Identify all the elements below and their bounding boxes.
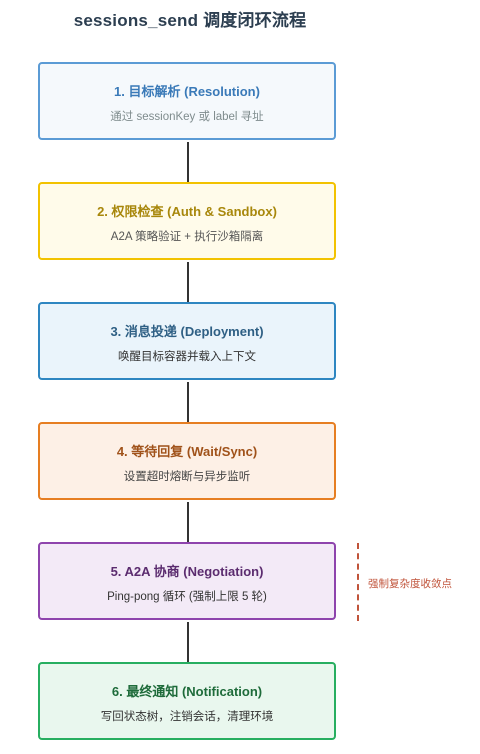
step-deployment: 3. 消息投递 (Deployment) 唤醒目标容器并载入上下文	[38, 302, 336, 380]
connector-4-5	[187, 502, 189, 544]
step-title: 6. 最终通知 (Notification)	[111, 684, 263, 699]
convergence-note: 强制复杂度收敛点	[368, 578, 452, 590]
step-description: A2A 策略验证 + 执行沙箱隔离	[110, 231, 264, 243]
connector-5-6	[187, 622, 189, 664]
step-description: 通过 sessionKey 或 label 寻址	[110, 111, 264, 123]
step-auth-sandbox: 2. 权限检查 (Auth & Sandbox) A2A 策略验证 + 执行沙箱…	[38, 182, 336, 260]
connector-1-2	[187, 142, 189, 184]
step-title: 5. A2A 协商 (Negotiation)	[110, 564, 264, 579]
step-resolution: 1. 目标解析 (Resolution) 通过 sessionKey 或 lab…	[38, 62, 336, 140]
step-description: 写回状态树，注销会话，清理环境	[100, 711, 274, 723]
convergence-dashed-line	[357, 543, 359, 621]
diagram-title: sessions_send 调度闭环流程	[73, 11, 307, 30]
step-negotiation: 5. A2A 协商 (Negotiation) Ping-pong 循环 (强制…	[38, 542, 336, 620]
step-title: 4. 等待回复 (Wait/Sync)	[116, 444, 258, 459]
step-description: Ping-pong 循环 (强制上限 5 轮)	[107, 591, 267, 603]
connector-3-4	[187, 382, 189, 424]
step-title: 3. 消息投递 (Deployment)	[110, 324, 264, 339]
step-title: 2. 权限检查 (Auth & Sandbox)	[97, 204, 277, 219]
step-description: 唤醒目标容器并载入上下文	[118, 351, 256, 363]
step-wait-sync: 4. 等待回复 (Wait/Sync) 设置超时熔断与异步监听	[38, 422, 336, 500]
step-description: 设置超时熔断与异步监听	[123, 471, 251, 483]
step-title: 1. 目标解析 (Resolution)	[114, 84, 260, 99]
connector-2-3	[187, 262, 189, 304]
step-notification: 6. 最终通知 (Notification) 写回状态树，注销会话，清理环境	[38, 662, 336, 740]
